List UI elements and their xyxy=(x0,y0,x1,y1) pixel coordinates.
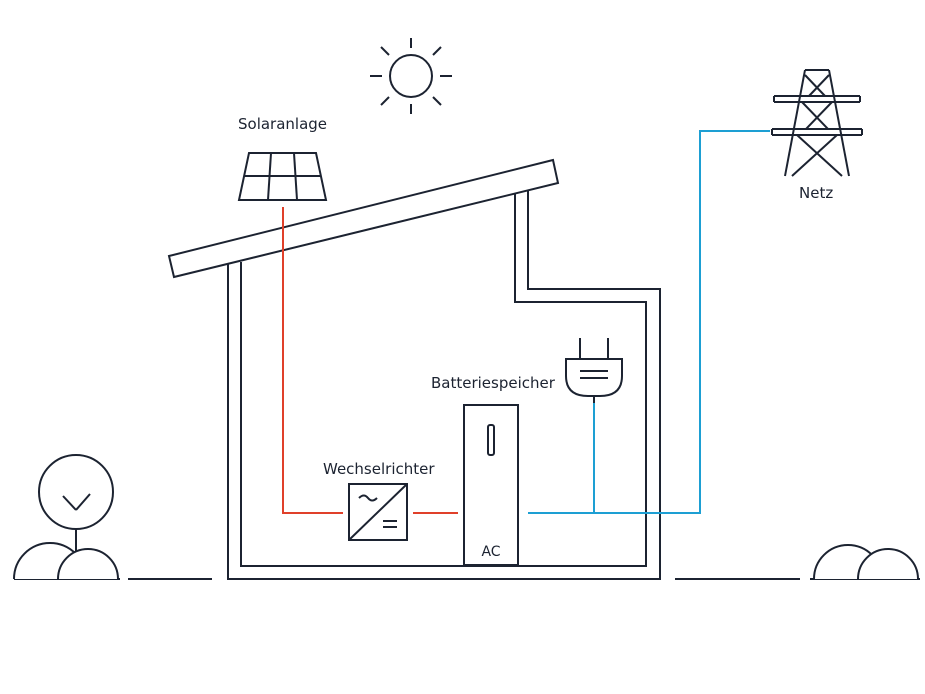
sun-icon xyxy=(370,38,452,114)
battery-icon: AC xyxy=(463,404,519,566)
house-outer-wall xyxy=(227,186,661,580)
house-inner-wall xyxy=(240,190,647,567)
roof xyxy=(167,158,560,279)
tree-icon xyxy=(38,454,114,553)
bush-icon xyxy=(813,544,919,580)
battery-type-label: AC xyxy=(481,544,500,560)
inverter-icon xyxy=(348,483,408,541)
grid-label: Netz xyxy=(799,184,833,202)
bush-icon xyxy=(13,542,119,580)
solar-label: Solaranlage xyxy=(238,115,327,133)
battery-label: Batteriespeicher xyxy=(431,374,556,392)
power-plug-icon xyxy=(565,338,623,403)
grid-wire xyxy=(528,130,770,514)
solar-panel-icon xyxy=(237,152,328,201)
power-tower-icon xyxy=(771,69,863,177)
inverter-label: Wechselrichter xyxy=(323,460,435,478)
dc-wire-solar-to-inverter xyxy=(282,207,343,514)
